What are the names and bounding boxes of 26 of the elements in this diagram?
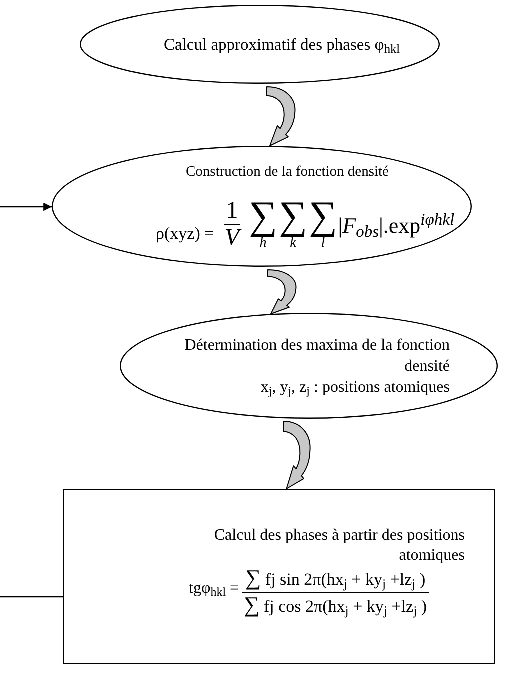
fraction-numerator: ∑ fj sin 2π(hx$_{j}$ + ky$_{j}$ +lz$_{j}$ ) <box>244 566 427 592</box>
curved-block-arrow <box>266 86 296 146</box>
fraction-denominator: ∑ fj cos 2π(hx$_{j}$ + ky$_{j}$ +lz$_{j}$ ) <box>243 593 428 619</box>
arrow <box>0 202 52 212</box>
connector-line <box>0 596 63 598</box>
formula-lhs: ρ(xyz) = <box>156 224 214 244</box>
fraction-numerator: 1 <box>226 198 238 224</box>
process-box <box>63 489 495 664</box>
summation-sign: ∑ <box>248 196 278 236</box>
fraction-denominator: V <box>224 224 240 250</box>
step-label: Construction de la fonction densité <box>186 163 389 181</box>
summation-index: l <box>321 236 326 252</box>
step-label: Calcul des phases à partir des positions atomiques <box>213 526 465 566</box>
curved-block-arrow <box>268 270 297 315</box>
formula-term: |F$_{obs}$|.exp$^{iφhkl}$ <box>338 213 455 239</box>
summation-index: k <box>290 236 296 252</box>
step-label: Calcul approximatif des phases φ$_{hkl}$ <box>164 34 400 54</box>
process-ellipse <box>80 5 440 84</box>
summation-index: h <box>260 236 267 252</box>
process-ellipse <box>120 313 498 419</box>
curved-block-arrow <box>283 421 311 490</box>
formula-lhs: tgφ$_{hkl}$ = <box>189 578 240 598</box>
process-ellipse <box>52 146 472 267</box>
summation-sign: ∑ <box>308 196 338 236</box>
step-note: x$_{j}$, y$_{j}$, z$_{j}$ : positions atomiques <box>260 378 450 398</box>
summation-sign: ∑ <box>278 196 308 236</box>
